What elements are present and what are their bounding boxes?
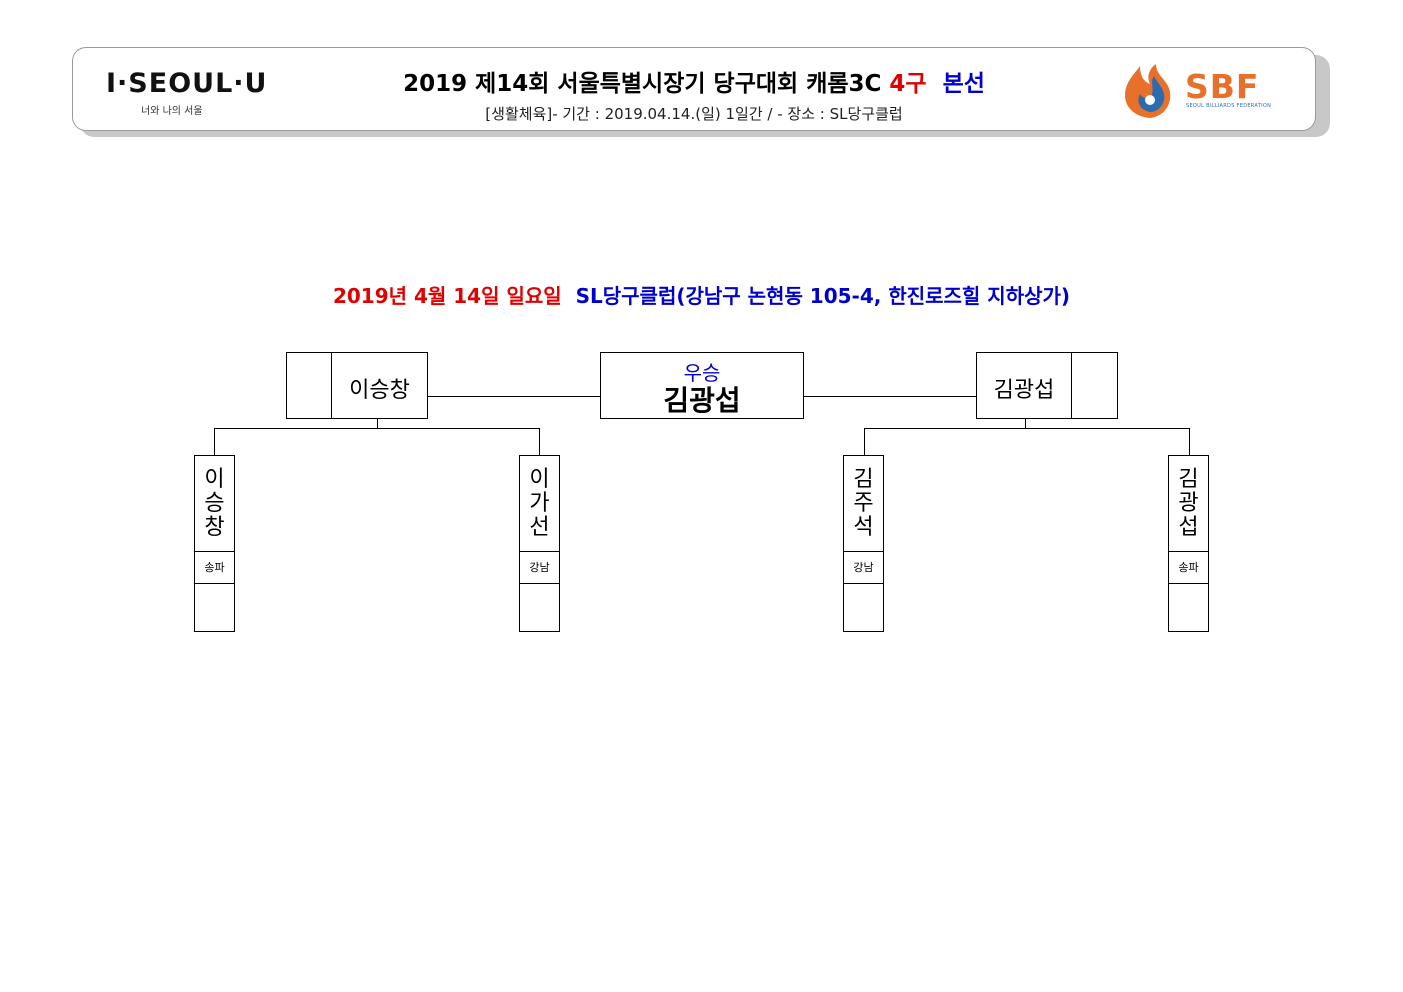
player-name-char: 이 — [204, 467, 225, 492]
sbf-flame-icon — [1125, 64, 1171, 118]
tournament-subtitle: [생활체육]- 기간 : 2019.04.14.(일) 1일간 / - 장소 :… — [485, 105, 903, 123]
player-name-char: 가 — [529, 491, 550, 516]
title-prefix: 2019 제14회 서울특별시장기 당구대회 캐롬3C — [403, 71, 890, 97]
player-region: 송파 — [1168, 551, 1209, 584]
event-date: 2019년 4월 14일 일요일 — [332, 284, 562, 308]
player-region: 강남 — [843, 551, 884, 584]
finalist-left-score-box — [286, 352, 332, 419]
connector-right-final — [804, 396, 976, 397]
player-slot-2: 이 가 선 강남 — [519, 455, 560, 632]
connector-left-drop-2 — [539, 428, 540, 455]
player-score-box — [519, 583, 560, 632]
player-name-char: 창 — [204, 515, 225, 540]
finalist-right-name: 김광섭 — [993, 378, 1055, 403]
player-name-char: 광 — [1178, 491, 1199, 516]
player-name-char: 이 — [529, 467, 550, 492]
seoul-logo: I·SEOUL·U — [106, 68, 268, 99]
connector-left-final — [428, 396, 600, 397]
connector-right-stem — [1025, 419, 1026, 428]
player-name-char: 선 — [529, 515, 550, 540]
player-name-char: 섭 — [1178, 515, 1199, 540]
player-name-char: 주 — [853, 491, 874, 516]
player-score-box — [843, 583, 884, 632]
player-score-box — [194, 583, 235, 632]
player-slot-4: 김 광 섭 송파 — [1168, 455, 1209, 632]
connector-left-stem — [377, 419, 378, 428]
connector-right-drop-1 — [864, 428, 865, 455]
player-name: 김 광 섭 — [1168, 455, 1209, 552]
title-category: 4구 — [889, 71, 927, 97]
player-slot-3: 김 주 석 강남 — [843, 455, 884, 632]
player-name-char: 석 — [853, 515, 874, 540]
player-name: 이 승 창 — [194, 455, 235, 552]
event-info: 2019년 4월 14일 일요일 SL당구클럽(강남구 논현동 105-4, 한… — [0, 280, 1403, 309]
finalist-left-name: 이승창 — [349, 378, 410, 403]
player-name-char: 김 — [1178, 467, 1199, 492]
player-name-char: 김 — [853, 467, 874, 492]
player-region: 송파 — [194, 551, 235, 584]
player-region: 강남 — [519, 551, 560, 584]
player-score-box — [1168, 583, 1209, 632]
event-venue: SL당구클럽(강남구 논현동 105-4, 한진로즈힐 지하상가) — [575, 284, 1071, 308]
player-name-char: 승 — [204, 491, 225, 516]
champion-box: 우승 김광섭 — [600, 352, 804, 419]
sbf-logo-subtitle: SEOUL BILLIARDS FEDERATION — [1186, 103, 1272, 109]
sbf-logo-text: SBF — [1185, 67, 1260, 106]
tournament-title: 2019 제14회 서울특별시장기 당구대회 캐롬3C 4구 본선 — [340, 64, 1048, 98]
header-banner — [72, 47, 1316, 131]
seoul-logo-subtitle: 너와 나의 서울 — [141, 106, 203, 117]
player-slot-1: 이 승 창 송파 — [194, 455, 235, 632]
finalist-left-name-box — [331, 352, 428, 419]
player-name: 이 가 선 — [519, 455, 560, 552]
champion-label: 우승 — [683, 361, 721, 385]
champion-name: 김광섭 — [663, 384, 741, 417]
player-name: 김 주 석 — [843, 455, 884, 552]
connector-right-horizontal — [864, 428, 1190, 429]
connector-right-drop-2 — [1189, 428, 1190, 455]
connector-left-drop-1 — [214, 428, 215, 455]
connector-left-horizontal — [214, 428, 540, 429]
title-stage: 본선 — [942, 71, 985, 97]
finalist-right-score-box — [1071, 352, 1118, 419]
